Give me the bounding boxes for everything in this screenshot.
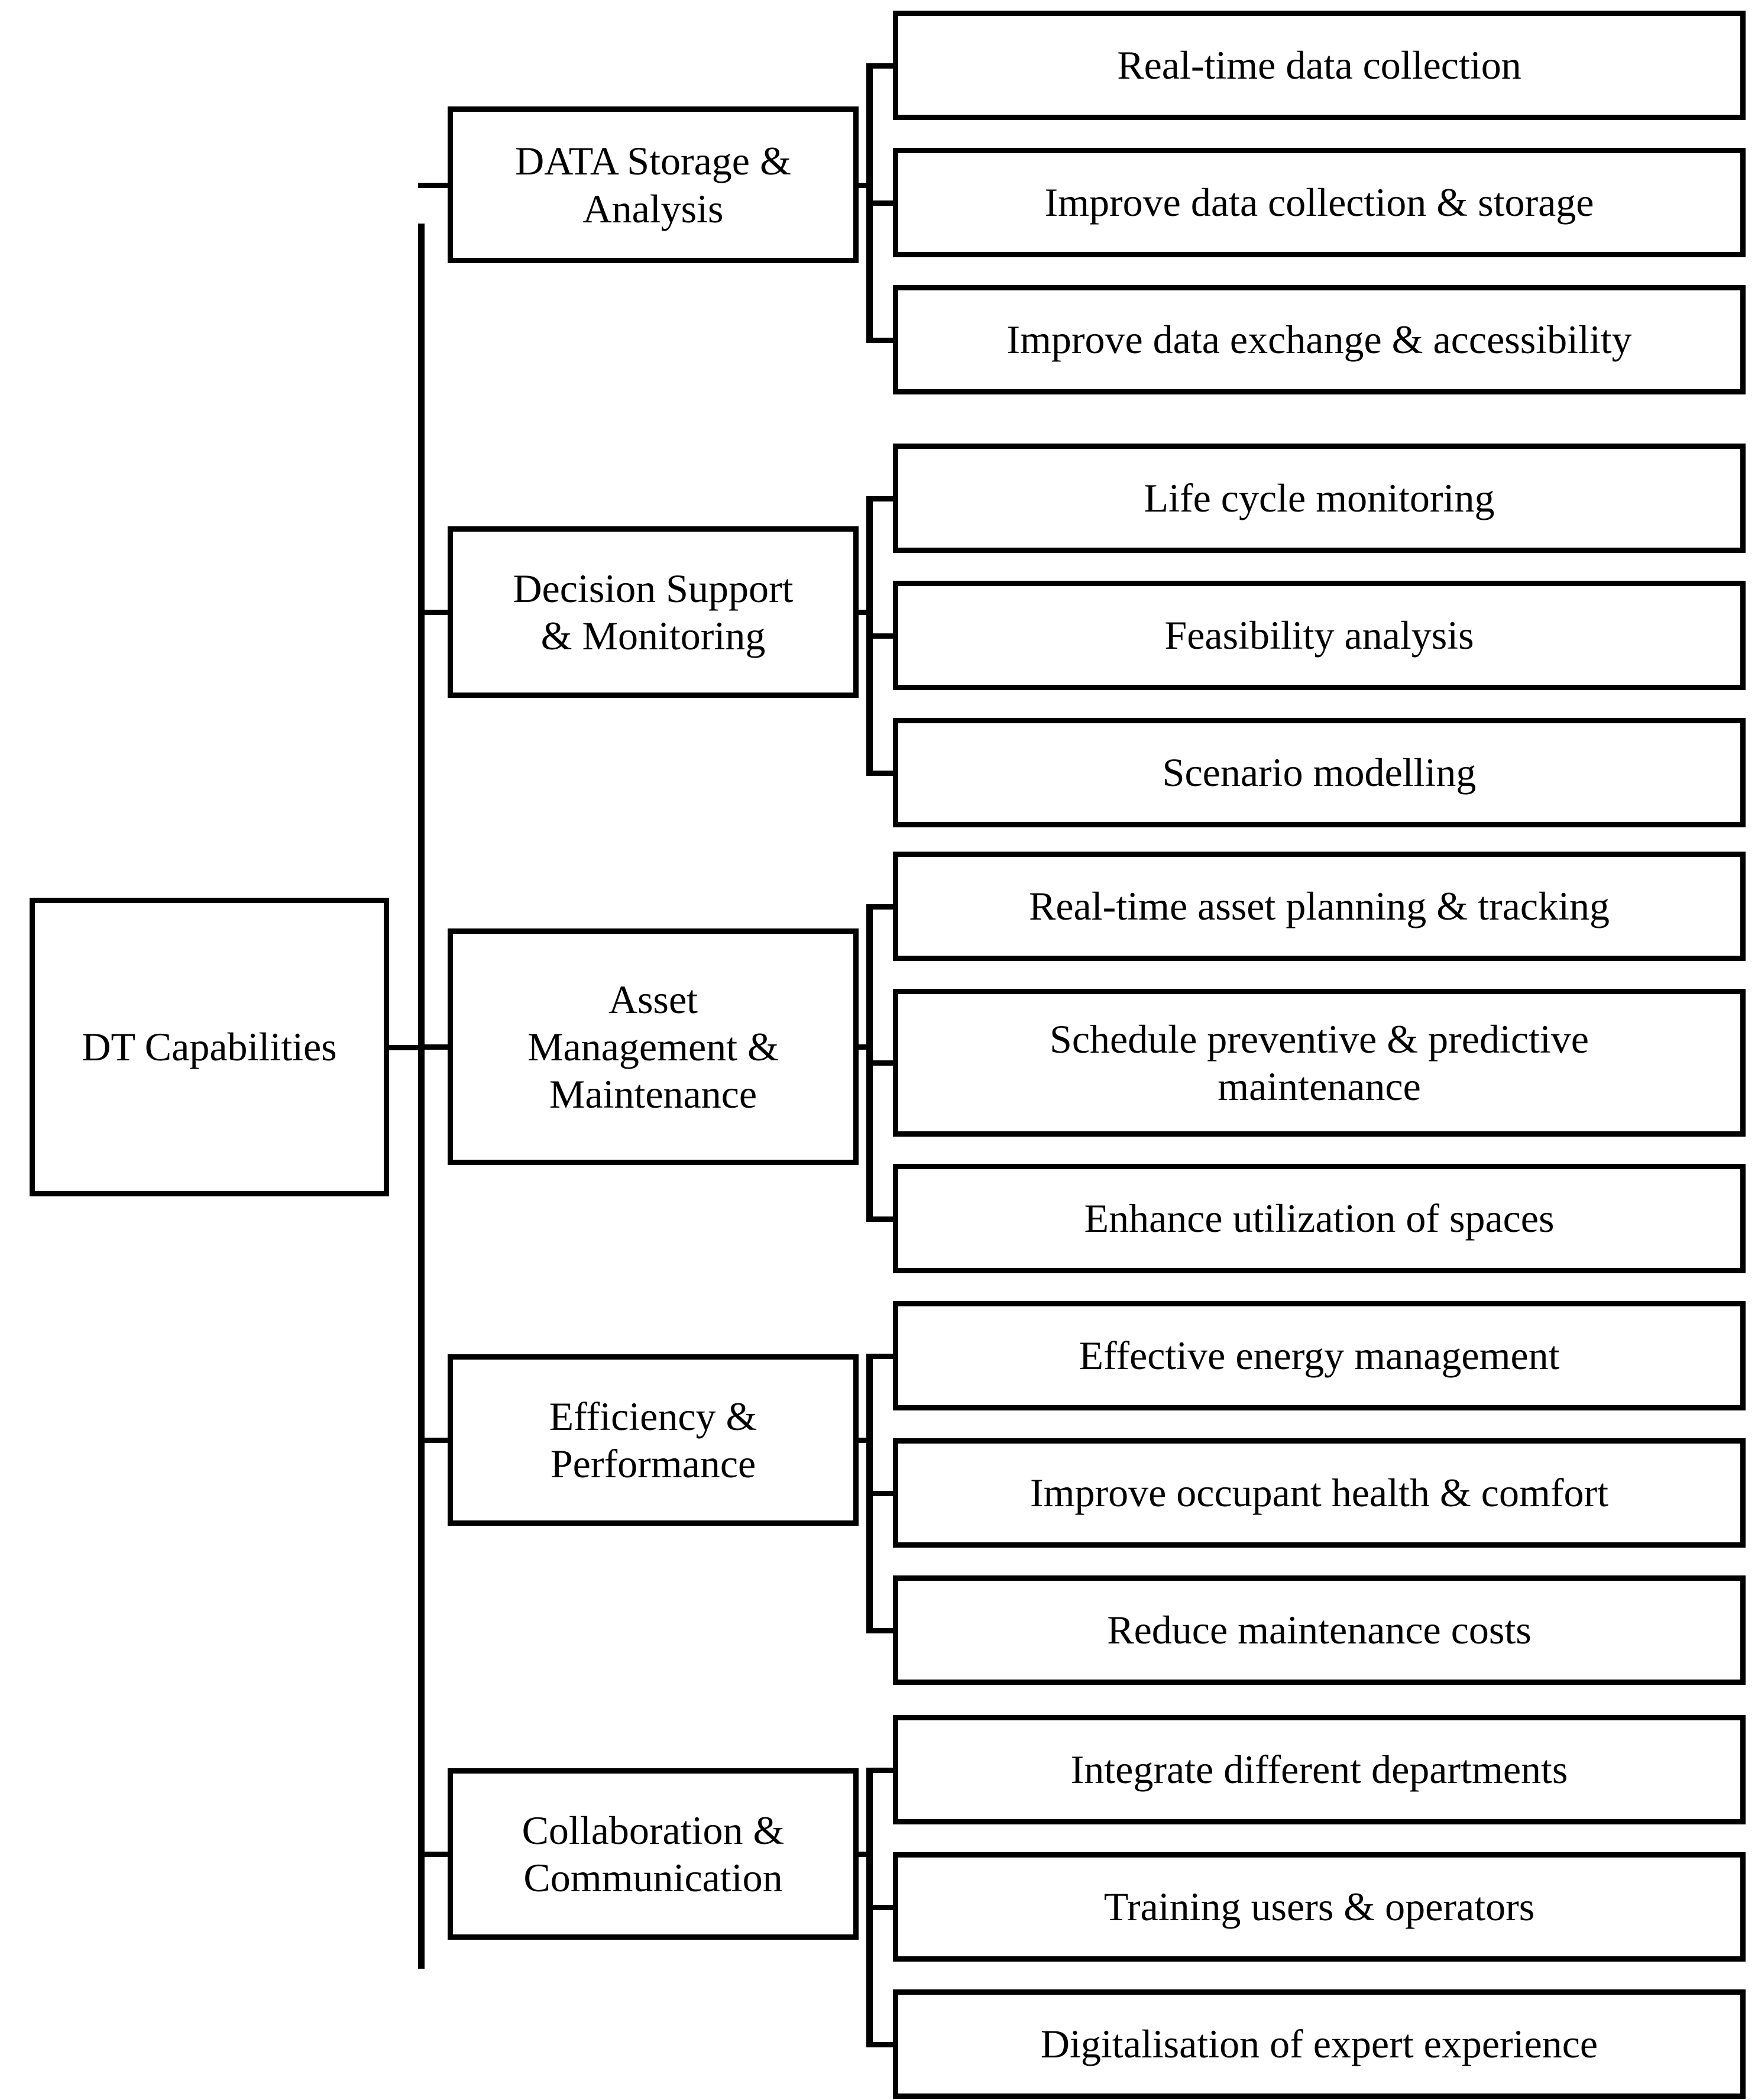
item-node-life-cycle-monitoring[interactable]: Life cycle monitoring	[893, 444, 1746, 553]
group-connector-line	[418, 610, 448, 615]
item-node-label: Schedule preventive & predictive mainten…	[1050, 1016, 1589, 1109]
item-node-enhance-utilization-of-spaces[interactable]: Enhance utilization of spaces	[893, 1164, 1746, 1273]
item-node-label: Improve data collection & storage	[1044, 180, 1594, 225]
item-node-real-time-data-collection[interactable]: Real-time data collection	[893, 11, 1746, 120]
item-node-label: Scenario modelling	[1162, 750, 1477, 795]
item-connector-line	[866, 2041, 893, 2047]
item-connector-line	[866, 496, 893, 501]
item-connector-line	[866, 1767, 893, 1773]
category-connector-line	[859, 1438, 873, 1443]
item-connector-line	[866, 1353, 893, 1359]
item-connector-line	[866, 1060, 893, 1066]
item-connector-line	[866, 337, 893, 343]
item-connector-line	[866, 1904, 893, 1910]
category-connector-line	[859, 1852, 873, 1857]
group-connector-line	[418, 182, 448, 188]
item-node-integrate-different-departments[interactable]: Integrate different departments	[893, 1715, 1746, 1824]
item-node-real-time-asset-planning-tracking[interactable]: Real-time asset planning & tracking	[893, 852, 1746, 961]
category-node-decision-support-monitoring[interactable]: Decision Support & Monitoring	[448, 526, 859, 698]
category-node-asset-management-maintenance[interactable]: Asset Management & Maintenance	[448, 928, 859, 1165]
item-connector-line	[866, 200, 893, 206]
item-node-label: Training users & operators	[1103, 1884, 1535, 1930]
root-node-label: DT Capabilities	[82, 1024, 337, 1070]
item-node-label: Feasibility analysis	[1164, 613, 1474, 658]
category-node-label: Asset Management & Maintenance	[527, 976, 779, 1117]
item-node-label: Real-time data collection	[1117, 43, 1521, 88]
category-node-efficiency-performance[interactable]: Efficiency & Performance	[448, 1354, 859, 1526]
item-connector-line	[866, 63, 893, 69]
item-node-effective-energy-management[interactable]: Effective energy management	[893, 1301, 1746, 1410]
category-node-label: Collaboration & Communication	[522, 1807, 785, 1900]
item-node-label: Effective energy management	[1079, 1333, 1560, 1379]
category-node-label: Efficiency & Performance	[549, 1393, 757, 1486]
item-node-label: Improve occupant health & comfort	[1029, 1470, 1609, 1516]
item-node-improve-occupant-health-comfort[interactable]: Improve occupant health & comfort	[893, 1438, 1746, 1548]
group-connector-line	[418, 1438, 448, 1443]
category-connector-line	[859, 1044, 873, 1050]
item-node-reduce-maintenance-costs[interactable]: Reduce maintenance costs	[893, 1575, 1746, 1685]
item-node-improve-data-collection-storage[interactable]: Improve data collection & storage	[893, 148, 1746, 257]
category-connector-line	[859, 182, 873, 188]
item-node-improve-data-exchange-accessibility[interactable]: Improve data exchange & accessibility	[893, 285, 1746, 394]
category-node-collaboration-communication[interactable]: Collaboration & Communication	[448, 1768, 859, 1940]
item-node-label: Reduce maintenance costs	[1107, 1607, 1532, 1653]
item-node-label: Digitalisation of expert experience	[1040, 2021, 1598, 2067]
group-connector-line	[418, 1044, 448, 1050]
item-connector-line	[866, 1216, 893, 1222]
item-node-label: Enhance utilization of spaces	[1084, 1196, 1555, 1241]
root-connector-line	[389, 1044, 425, 1050]
group-connector-line	[418, 1852, 448, 1857]
category-node-label: Decision Support & Monitoring	[513, 565, 794, 658]
item-node-label: Integrate different departments	[1070, 1747, 1568, 1792]
item-node-digitalisation-of-expert-experience[interactable]: Digitalisation of expert experience	[893, 1989, 1746, 2099]
category-node-label: DATA Storage & Analysis	[515, 138, 791, 231]
item-connector-line	[866, 1490, 893, 1496]
item-node-label: Improve data exchange & accessibility	[1006, 317, 1632, 363]
category-node-data-storage-analysis[interactable]: DATA Storage & Analysis	[448, 106, 859, 263]
item-node-label: Real-time asset planning & tracking	[1029, 884, 1610, 929]
item-node-scenario-modelling[interactable]: Scenario modelling	[893, 718, 1746, 827]
item-node-feasibility-analysis[interactable]: Feasibility analysis	[893, 581, 1746, 690]
trunk-line	[418, 224, 425, 1969]
item-node-label: Life cycle monitoring	[1144, 475, 1495, 521]
item-connector-line	[866, 904, 893, 910]
item-connector-line	[866, 770, 893, 776]
item-connector-line	[866, 633, 893, 639]
category-connector-line	[859, 610, 873, 615]
item-node-training-users-operators[interactable]: Training users & operators	[893, 1852, 1746, 1962]
item-node-schedule-preventive-predictive-maintenance[interactable]: Schedule preventive & predictive mainten…	[893, 989, 1746, 1137]
root-node-dt-capabilities[interactable]: DT Capabilities	[30, 898, 389, 1196]
item-connector-line	[866, 1627, 893, 1633]
